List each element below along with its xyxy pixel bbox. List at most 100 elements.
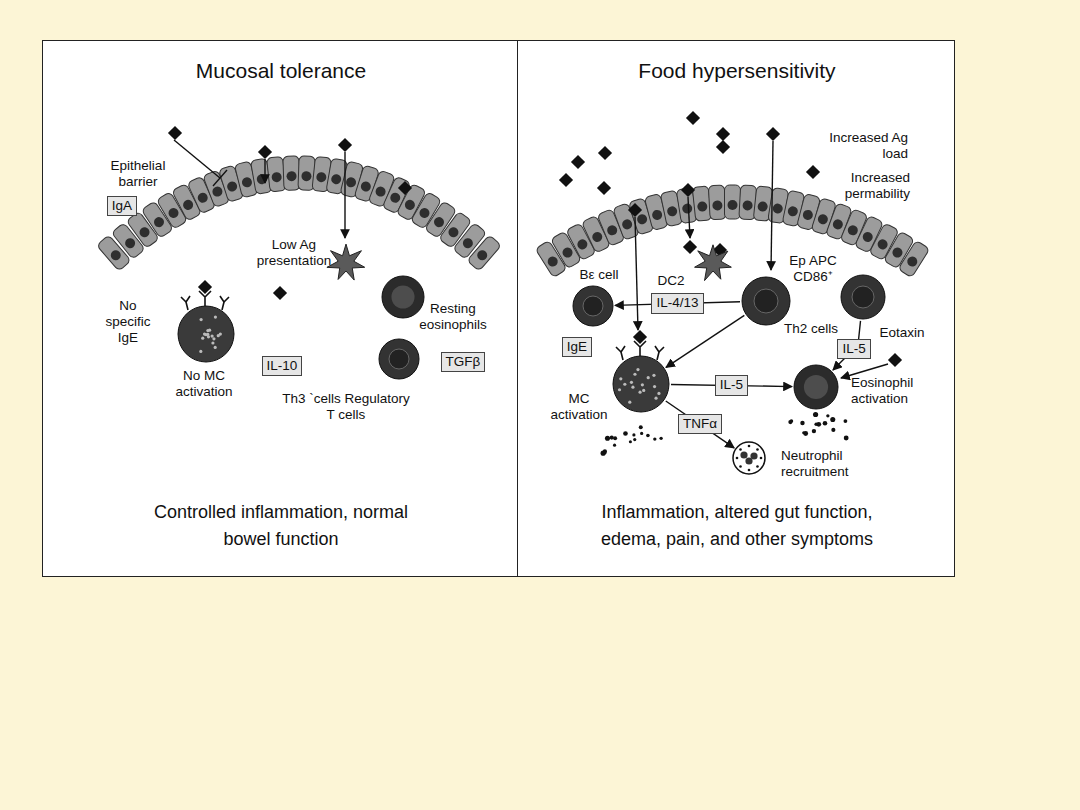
illustration-part <box>742 200 753 211</box>
cell-label: Resting eosinophils <box>413 301 493 333</box>
cell-shape <box>379 339 419 379</box>
illustration-part <box>800 421 804 425</box>
illustration-part <box>283 156 300 191</box>
panel-heading: Mucosal tolerance <box>43 58 519 83</box>
illustration-part <box>613 356 669 412</box>
illustration-part <box>813 412 818 417</box>
illustration-part <box>576 238 590 252</box>
illustration-part <box>327 244 365 280</box>
illustration-part <box>814 423 817 426</box>
cell-label: Eosinophil activation <box>851 375 931 407</box>
illustration-part <box>178 306 234 362</box>
illustration-part <box>633 330 647 344</box>
cytokine-box: IgA <box>107 196 137 216</box>
illustration-part <box>573 286 613 326</box>
signal-arrow <box>666 401 734 448</box>
illustration-part <box>740 451 747 458</box>
illustration-part <box>610 436 614 440</box>
illustration-part <box>206 329 209 332</box>
illustration-part <box>631 386 634 389</box>
illustration-part <box>123 236 137 250</box>
illustration-part <box>623 431 628 436</box>
illustration-part <box>688 197 690 238</box>
illustration-part <box>652 374 655 377</box>
illustration-part <box>621 218 634 231</box>
illustration-part <box>344 152 345 238</box>
illustration-part <box>712 200 723 211</box>
illustration-part <box>756 448 759 451</box>
illustration-part <box>283 156 300 191</box>
annotation: No specific IgE <box>99 298 157 347</box>
panel-box: Food hypersensitivityInflammation, alter… <box>517 40 955 577</box>
illustration-part <box>641 383 644 386</box>
illustration-part <box>898 240 930 277</box>
illustration-part <box>725 185 741 219</box>
illustration-part <box>831 218 844 231</box>
cytokine-box: TGFβ <box>441 352 486 372</box>
illustration-part <box>642 389 645 392</box>
antigens <box>168 111 902 367</box>
illustration-part <box>788 420 792 424</box>
illustration-part <box>757 201 768 212</box>
illustration-part <box>273 286 287 300</box>
illustration-part <box>760 457 763 460</box>
illustration-part <box>708 185 726 220</box>
cell-label: Th2 cells <box>776 321 846 337</box>
illustration-part <box>398 181 412 195</box>
illustration-part <box>739 448 742 451</box>
illustration-part <box>629 440 632 443</box>
cytokine-box: IL-10 <box>262 356 303 376</box>
illustration-part <box>804 375 828 399</box>
illustration-part <box>748 469 751 472</box>
illustration-part <box>640 432 643 435</box>
illustration-part <box>181 198 194 211</box>
illustration-part <box>379 339 419 379</box>
cytokine-box: IL-5 <box>837 339 870 359</box>
illustration-part <box>286 171 296 181</box>
cell-node: MC activation <box>613 356 669 412</box>
illustration-part <box>467 235 501 271</box>
cell-shape <box>794 365 838 409</box>
illustration-part <box>345 176 357 188</box>
illustration-part <box>654 397 657 400</box>
cell-shape <box>841 275 885 319</box>
illustration-part <box>716 127 730 141</box>
illustration-part <box>772 203 783 214</box>
cell-label: MC activation <box>544 391 614 423</box>
illustration-part <box>876 238 890 252</box>
illustration-part <box>316 172 327 183</box>
illustration-part <box>844 436 849 441</box>
illustration-part <box>728 200 738 210</box>
cell-label: Low Ag presentation <box>254 237 334 269</box>
illustration-part <box>201 337 204 340</box>
illustration-part <box>461 236 475 250</box>
illustration-part <box>628 401 631 404</box>
illustration-part <box>178 306 234 362</box>
illustration-part <box>467 235 501 271</box>
illustration-part <box>682 203 693 214</box>
illustration-part <box>301 171 311 181</box>
illustration-part <box>338 138 352 152</box>
panel-caption: Inflammation, altered gut function, edem… <box>572 499 902 553</box>
illustration-part <box>803 431 808 436</box>
illustration-part <box>546 255 560 269</box>
illustration-part <box>271 172 282 183</box>
illustration-part <box>212 337 215 340</box>
illustration-part <box>748 445 751 448</box>
cell-node: Eosinophil activation <box>794 365 838 409</box>
illustration-part <box>214 315 217 318</box>
illustration-part <box>756 465 759 468</box>
illustration-part <box>655 346 664 360</box>
illustration-part <box>561 246 575 260</box>
illustration-part <box>601 451 606 456</box>
cell-shape <box>382 276 424 318</box>
illustration-part <box>817 213 830 226</box>
illustration-part <box>708 185 726 220</box>
illustration-part <box>199 318 202 321</box>
illustration-part <box>198 280 212 294</box>
illustration-part <box>683 240 697 254</box>
illustration-part <box>630 381 633 384</box>
illustration-part <box>591 230 604 243</box>
illustration-part <box>226 180 239 193</box>
illustration-part <box>623 383 626 386</box>
